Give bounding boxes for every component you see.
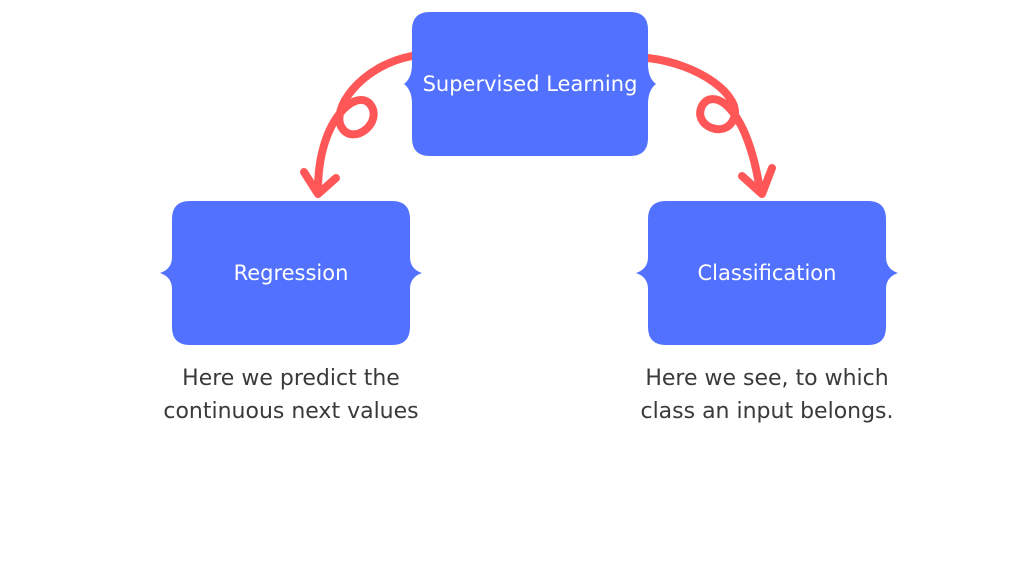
- node-supervised-learning: Supervised Learning: [404, 12, 656, 156]
- description-line: continuous next values: [163, 399, 419, 424]
- node-classification: Classification: [636, 201, 898, 345]
- description-line: Here we see, to which: [645, 366, 889, 391]
- arrow-root-to-regression: [314, 52, 416, 194]
- arrow-root-to-classification: [644, 54, 764, 194]
- node-label-regression: Regression: [233, 261, 349, 285]
- description-regression: Here we predict the continuous next valu…: [131, 362, 451, 428]
- arrowhead-regression: [300, 168, 340, 198]
- description-line: class an input belongs.: [640, 399, 894, 424]
- node-regression: Regression: [160, 201, 422, 345]
- arrowhead-classification: [738, 164, 776, 198]
- node-shape: [636, 201, 898, 345]
- node-shape: [160, 201, 422, 345]
- node-label-classification: Classification: [697, 261, 837, 285]
- node-label-root: Supervised Learning: [422, 72, 638, 96]
- description-classification: Here we see, to which class an input bel…: [607, 362, 927, 428]
- description-line: Here we predict the: [182, 366, 400, 391]
- node-shape: [404, 12, 656, 156]
